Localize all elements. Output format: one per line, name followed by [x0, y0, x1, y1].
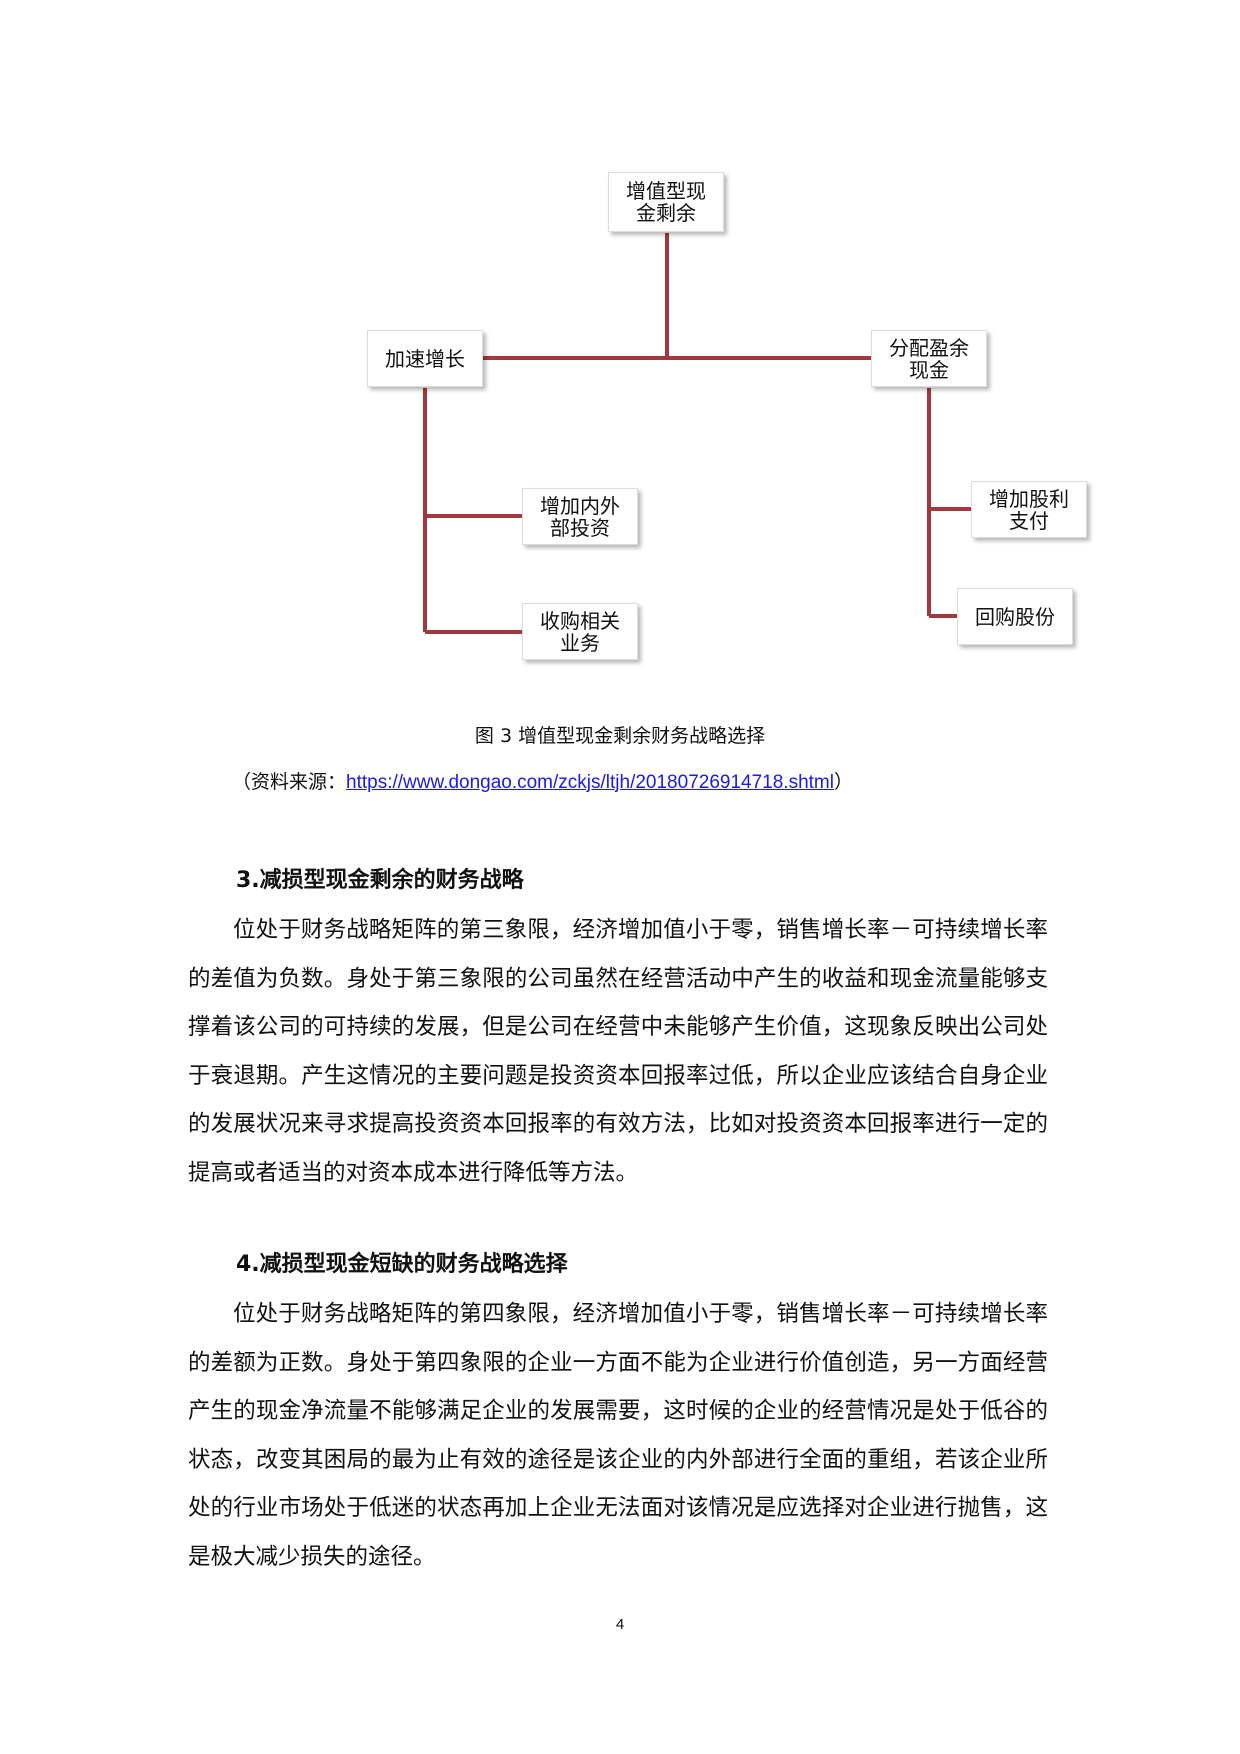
section-4-heading: 4.减损型现金短缺的财务战略选择: [236, 1252, 568, 1277]
source-link[interactable]: https://www.dongao.com/zckjs/ltjh/201807…: [346, 772, 834, 793]
left-branch-node: 加速增长: [367, 330, 483, 387]
section-4-paragraph: 位处于财务战略矩阵的第四象限，经济增加值小于零，销售增长率－可持续增长率的差额为…: [188, 1301, 1048, 1570]
section-3-heading: 3.减损型现金剩余的财务战略: [236, 868, 524, 893]
left-child-node-1: 增加内外 部投资: [522, 488, 638, 545]
connector-lines: [423, 233, 971, 634]
source-prefix: （资料来源：: [232, 771, 347, 793]
strategy-diagram: 增值型现 金剩余 加速增长 分配盈余 现金 增加内外 部投资 收购相关 业务 增…: [0, 0, 1240, 700]
right-child-node-1: 增加股利 支付: [971, 481, 1087, 538]
section-3-paragraph: 位处于财务战略矩阵的第三象限，经济增加值小于零，销售增长率－可持续增长率的差值为…: [188, 917, 1048, 1186]
figure-caption: 图 3 增值型现金剩余财务战略选择: [474, 725, 766, 747]
right-child-node-2: 回购股份: [957, 588, 1073, 645]
right-branch-node: 分配盈余 现金: [871, 330, 987, 387]
page-number: 4: [615, 1616, 625, 1633]
figure-source: （资料来源：https://www.dongao.com/zckjs/ltjh/…: [232, 768, 853, 797]
diagram-connectors: [423, 233, 971, 634]
left-child-node-2: 收购相关 业务: [522, 603, 638, 660]
root-node: 增值型现 金剩余: [608, 172, 724, 232]
source-suffix: ）: [833, 771, 853, 793]
